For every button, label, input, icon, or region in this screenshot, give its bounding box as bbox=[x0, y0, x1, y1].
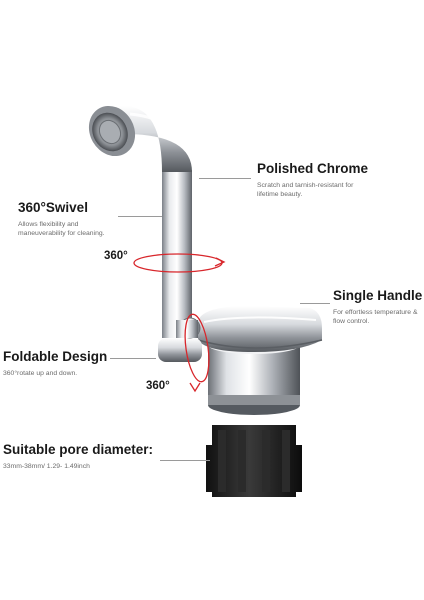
foldable-leader bbox=[110, 358, 156, 359]
feature-title: 360°Swivel bbox=[18, 200, 88, 215]
feature-desc: For effortless temperature & flow contro… bbox=[333, 309, 418, 325]
lever-handle bbox=[197, 306, 323, 352]
polished-chrome-leader bbox=[199, 178, 251, 179]
feature-single-handle: Single Handle For effortless temperature… bbox=[333, 288, 423, 326]
pore-leader bbox=[160, 460, 210, 461]
feature-desc: Scratch and tarnish-resistant for lifeti… bbox=[257, 182, 354, 198]
feature-pore-diameter: Suitable pore diameter: 33mm-38mm/ 1.29-… bbox=[3, 442, 173, 471]
swivel-leader bbox=[118, 216, 162, 217]
feature-title: Suitable pore diameter: bbox=[3, 442, 154, 457]
feature-swivel: 360°Swivel Allows flexibility and maneuv… bbox=[18, 200, 128, 238]
feature-title: Polished Chrome bbox=[257, 161, 369, 176]
fold-hinge bbox=[158, 317, 202, 362]
feature-title: Single Handle bbox=[333, 288, 423, 303]
feature-desc: Allows flexibility and maneuverability f… bbox=[18, 221, 105, 237]
feature-desc: 360°rotate up and down. bbox=[3, 370, 78, 377]
threaded-base bbox=[206, 425, 302, 497]
feature-polished-chrome: Polished Chrome Scratch and tarnish-resi… bbox=[257, 161, 407, 199]
feature-desc: 33mm-38mm/ 1.29- 1.49inch bbox=[3, 463, 90, 470]
fold-degree-label: 360° bbox=[146, 380, 170, 392]
swivel-degree-label: 360° bbox=[104, 250, 128, 262]
fold-rotation-arrow bbox=[184, 313, 210, 393]
feature-title: Foldable Design bbox=[3, 349, 108, 364]
single-handle-leader bbox=[300, 303, 330, 304]
feature-foldable: Foldable Design 360°rotate up and down. bbox=[3, 349, 123, 378]
swivel-rotation-arrow bbox=[133, 253, 226, 273]
